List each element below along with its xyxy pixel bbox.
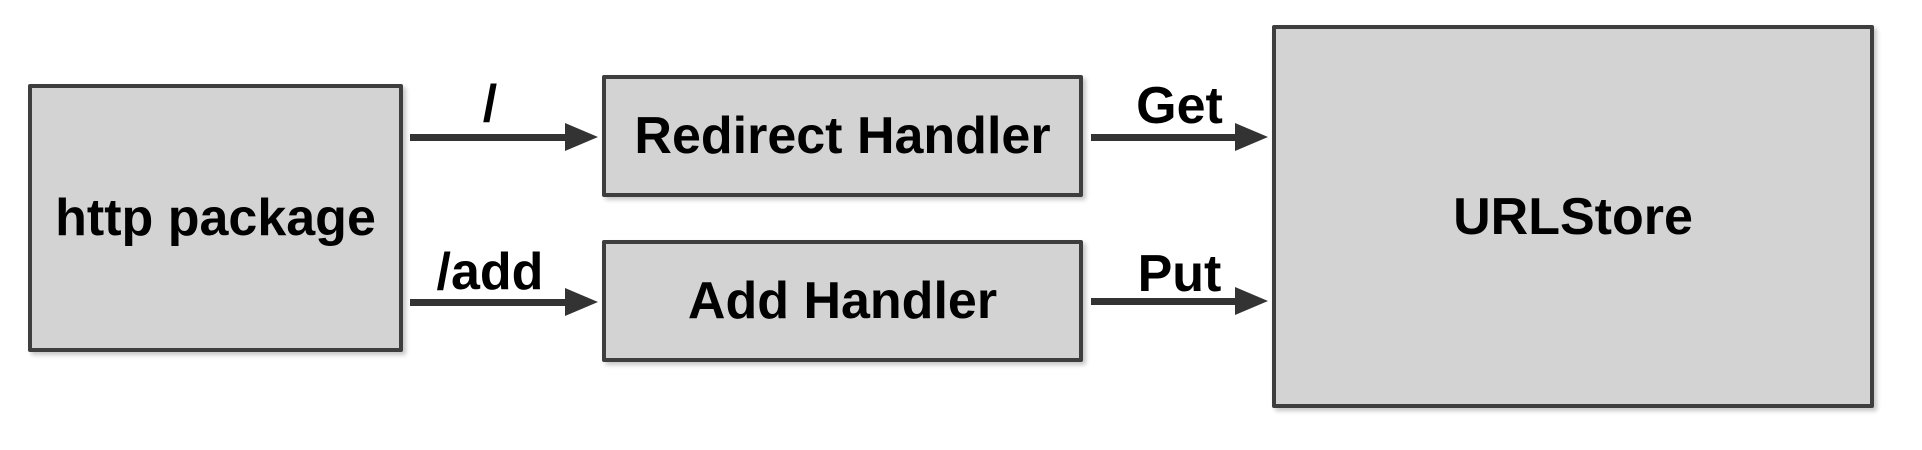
arrowhead-icon: [1235, 123, 1268, 151]
node-add-handler: Add Handler: [602, 240, 1083, 362]
edge-root-route-arrow: [410, 123, 598, 151]
edge-add-route-label: /add: [436, 243, 544, 301]
arrowhead-icon: [565, 123, 598, 151]
arrow-line: [1091, 133, 1237, 141]
edge-get-arrow: [1091, 123, 1268, 151]
node-urlstore: URLStore: [1272, 25, 1874, 408]
edge-add-route-arrow: [410, 288, 598, 316]
node-redirect-handler-label: Redirect Handler: [634, 107, 1051, 165]
node-add-handler-label: Add Handler: [687, 272, 998, 330]
edge-root-route-label: /: [482, 75, 498, 133]
node-redirect-handler: Redirect Handler: [602, 75, 1083, 197]
arrow-line: [1091, 297, 1237, 305]
arrowhead-icon: [1235, 287, 1268, 315]
edge-put-label: Put: [1137, 245, 1222, 303]
arrow-line: [410, 298, 567, 306]
arrowhead-icon: [565, 288, 598, 316]
node-urlstore-label: URLStore: [1453, 187, 1693, 246]
edge-get-label: Get: [1136, 77, 1223, 135]
node-http-package: http package: [28, 84, 403, 352]
edge-put-arrow: [1091, 287, 1268, 315]
arrow-line: [410, 133, 567, 141]
node-http-package-label: http package: [55, 189, 376, 247]
